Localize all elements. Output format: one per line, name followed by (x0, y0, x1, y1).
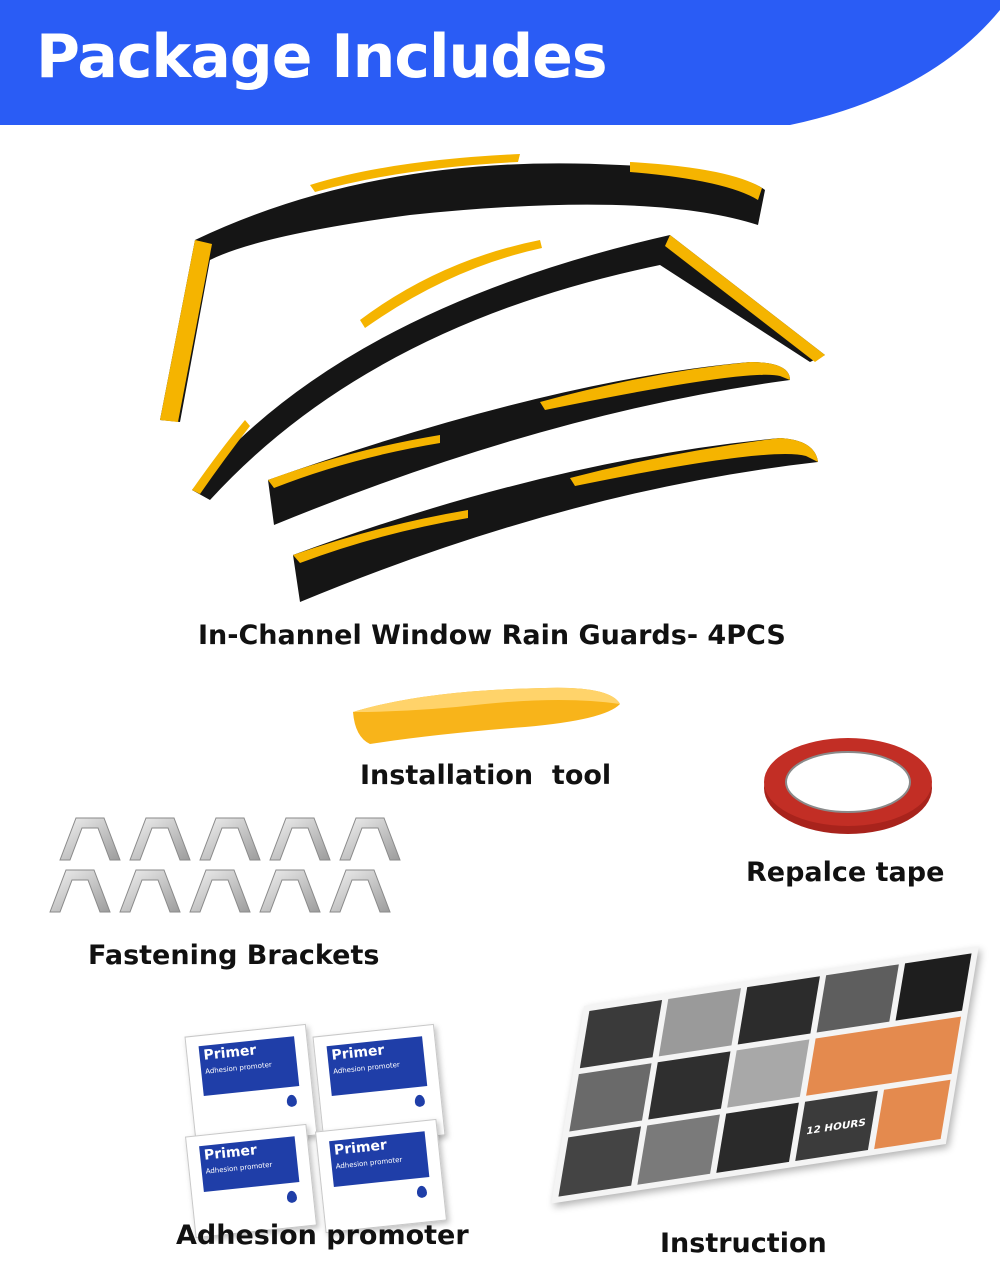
visor-rear-left (268, 362, 790, 525)
instruction-label: Instruction (660, 1228, 827, 1259)
rain-guards-image (160, 154, 825, 602)
rain-guards-label: In-Channel Window Rain Guards- 4PCS (198, 620, 786, 651)
visor-front-left (160, 154, 765, 423)
visor-rear-right (293, 438, 818, 602)
installation-tool-image (353, 687, 620, 744)
visor-front-right (192, 235, 825, 500)
page-title: Package Includes (36, 22, 608, 92)
replace-tape-label: Repalce tape (746, 857, 945, 888)
adhesion-packet: Primer Adhesion promoter (315, 1118, 447, 1234)
fastening-brackets-image (49, 817, 401, 913)
adhesion-promoter-label: Adhesion promoter (176, 1220, 469, 1251)
instruction-sheet: 12 HOURS (551, 946, 979, 1204)
replace-tape-image (764, 738, 932, 834)
droplet-icon (286, 1190, 298, 1204)
installation-tool-label: Installation tool (360, 760, 612, 791)
droplet-icon (286, 1094, 298, 1108)
droplet-icon (414, 1094, 426, 1108)
header-banner (0, 0, 1000, 125)
droplet-icon (416, 1185, 428, 1199)
fastening-brackets-label: Fastening Brackets (88, 940, 380, 971)
